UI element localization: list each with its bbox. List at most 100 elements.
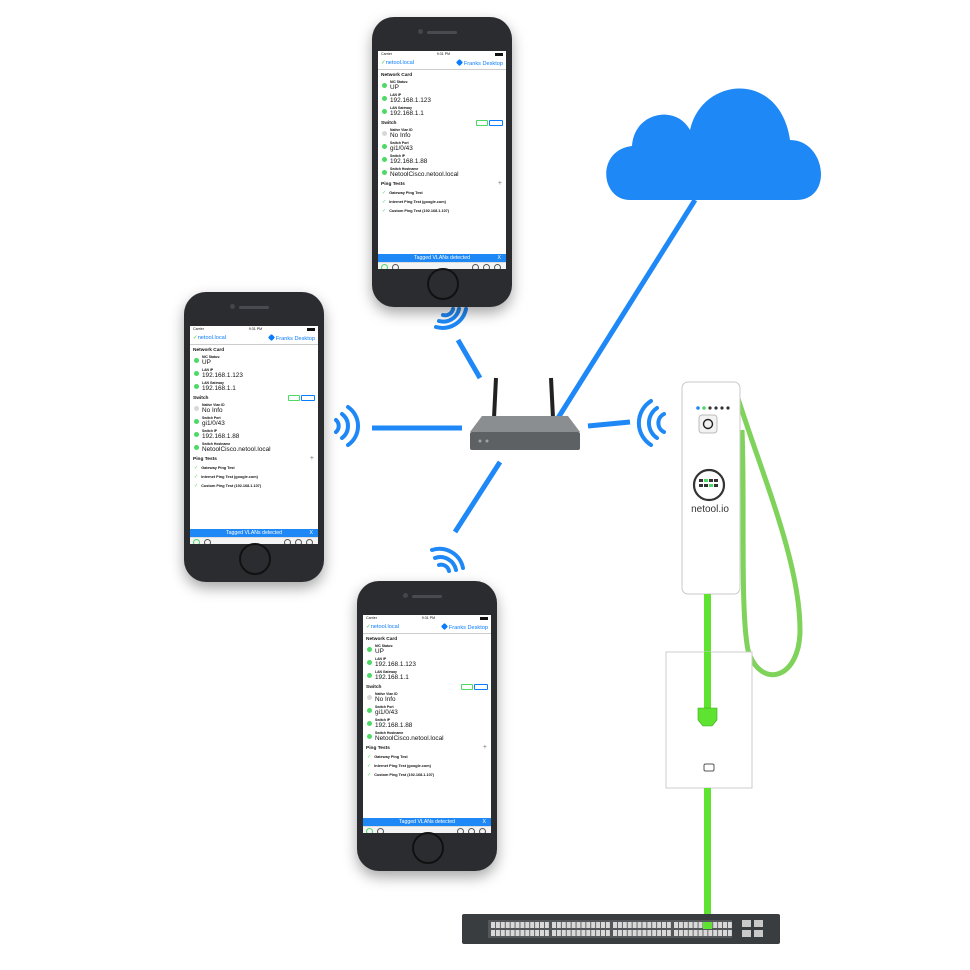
netool-device-icon xyxy=(681,381,741,595)
ping-test-item[interactable]: ✓Custom Ping Test (192.168.1.107) xyxy=(378,206,506,215)
menu-tab-icon[interactable] xyxy=(494,264,501,269)
ping-test-item[interactable]: ✓Gateway Ping Test xyxy=(378,188,506,197)
connection-link[interactable]: Franks Desktop xyxy=(440,622,488,631)
switch-port xyxy=(586,922,591,928)
switch-port xyxy=(535,930,540,936)
field-value: UP xyxy=(390,84,399,91)
toggle-button[interactable] xyxy=(288,395,300,401)
action-button[interactable] xyxy=(489,120,503,126)
connection-link[interactable]: Franks Desktop xyxy=(267,333,315,342)
host-link[interactable]: ✓netool.local xyxy=(193,335,226,341)
ping-test-label: Internet Ping Test (google.com) xyxy=(201,474,258,479)
section-title: Switch xyxy=(378,118,506,127)
switch-port xyxy=(591,930,596,936)
switch-port xyxy=(652,922,657,928)
banner-close-button[interactable]: X xyxy=(497,255,501,261)
status-dot xyxy=(382,83,387,88)
section-title-text: Switch xyxy=(193,396,209,401)
battery-icon xyxy=(307,328,315,331)
lock-tab-icon[interactable] xyxy=(295,539,302,544)
action-button[interactable] xyxy=(474,684,488,690)
menu-tab-icon[interactable] xyxy=(306,539,313,544)
connection-link[interactable]: Franks Desktop xyxy=(455,58,503,67)
field-value: gi1/0/43 xyxy=(375,709,398,716)
switch-port-active xyxy=(703,922,712,929)
status-bar: Carrier 9:31 PM xyxy=(378,51,506,58)
phone-top: Carrier 9:31 PM ✓netool.local Franks Des… xyxy=(372,17,512,307)
switch-port xyxy=(591,922,596,928)
phone-speaker xyxy=(239,306,269,309)
menu-tab-icon[interactable] xyxy=(479,828,486,833)
switch-port xyxy=(627,930,632,936)
add-button[interactable]: + xyxy=(482,744,487,751)
ping-test-item[interactable]: ✓Custom Ping Test (192.168.1.107) xyxy=(190,481,318,490)
tag-tab-icon[interactable] xyxy=(457,828,464,833)
ping-test-label: Gateway Ping Test xyxy=(374,754,408,759)
switch-port xyxy=(510,922,515,928)
ping-test-item[interactable]: ✓Custom Ping Test (192.168.1.107) xyxy=(363,770,491,779)
lock-tab-icon[interactable] xyxy=(483,264,490,269)
ping-test-item[interactable]: ✓Gateway Ping Test xyxy=(190,463,318,472)
ping-test-label: Custom Ping Test (192.168.1.107) xyxy=(201,483,262,488)
switch-port xyxy=(662,922,666,928)
info-tab-icon[interactable] xyxy=(193,539,200,544)
ping-test-label: Gateway Ping Test xyxy=(201,465,235,470)
ping-test-item[interactable]: ✓Internet Ping Test (google.com) xyxy=(363,761,491,770)
ping-test-label: Internet Ping Test (google.com) xyxy=(374,763,431,768)
home-button[interactable] xyxy=(427,268,459,300)
field-label: Switch Port xyxy=(375,705,394,709)
action-button[interactable] xyxy=(301,395,315,401)
tag-tab-icon[interactable] xyxy=(284,539,291,544)
toggle-button[interactable] xyxy=(476,120,488,126)
info-tab-icon[interactable] xyxy=(381,264,388,269)
field-label: NIC Status: xyxy=(202,355,221,359)
add-button[interactable]: + xyxy=(497,180,502,187)
home-button[interactable] xyxy=(412,832,444,864)
status-dot xyxy=(367,695,372,700)
lock-tab-icon[interactable] xyxy=(468,828,475,833)
field-label: LAN Gateway xyxy=(390,106,412,110)
toggle-button[interactable] xyxy=(461,684,473,690)
switch-port xyxy=(520,922,525,928)
switch-port xyxy=(727,930,732,936)
ping-test-item[interactable]: ✓Gateway Ping Test xyxy=(363,752,491,761)
carrier-label: Carrier xyxy=(366,616,377,620)
ping-test-item[interactable]: ✓Internet Ping Test (google.com) xyxy=(190,472,318,481)
status-dot xyxy=(194,358,199,363)
info-tab-icon[interactable] xyxy=(366,828,373,833)
history-tab-icon[interactable] xyxy=(377,828,384,833)
history-tab-icon[interactable] xyxy=(392,264,399,269)
switch-port xyxy=(596,930,601,936)
host-label: netool.local xyxy=(197,335,226,341)
host-link[interactable]: ✓netool.local xyxy=(366,624,399,630)
host-link[interactable]: ✓netool.local xyxy=(381,60,414,66)
tag-icon xyxy=(267,333,275,341)
ping-test-item[interactable]: ✓Internet Ping Test (google.com) xyxy=(378,197,506,206)
history-tab-icon[interactable] xyxy=(204,539,211,544)
switch-port xyxy=(637,922,642,928)
section-title: Ping Tests+ xyxy=(190,454,318,463)
banner-close-button[interactable]: X xyxy=(482,819,486,825)
phone-screen: Carrier 9:31 PM ✓netool.local Franks Des… xyxy=(190,326,318,544)
home-button[interactable] xyxy=(239,543,271,575)
switch-port xyxy=(698,922,703,928)
switch-port xyxy=(642,922,647,928)
field-label: Switch Port xyxy=(390,141,409,145)
field-label: Switch Port xyxy=(202,416,221,420)
tab-bar xyxy=(363,826,491,833)
banner-close-button[interactable]: X xyxy=(309,530,313,536)
section-title: Network Card xyxy=(193,348,225,353)
field-value: 192.168.1.1 xyxy=(202,385,236,392)
field-label: LAN IP xyxy=(390,93,402,97)
tag-tab-icon[interactable] xyxy=(472,264,479,269)
field-label: LAN IP xyxy=(202,368,214,372)
add-button[interactable]: + xyxy=(309,455,314,462)
